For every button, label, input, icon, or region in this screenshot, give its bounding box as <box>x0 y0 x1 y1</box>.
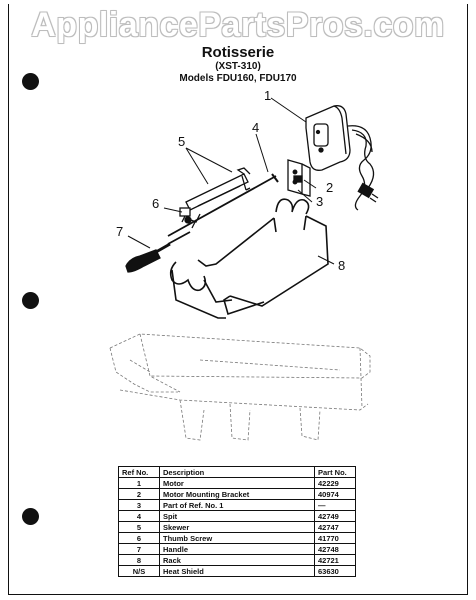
ref-no: N/S <box>118 565 160 577</box>
ref-no: 4 <box>118 510 160 522</box>
header-ref-no: Ref No. <box>118 466 160 478</box>
description: Skewer <box>159 521 315 533</box>
model-code: (XST-310) <box>215 61 261 72</box>
callout-3: 3 <box>316 194 323 209</box>
description: Heat Shield <box>159 565 315 577</box>
description: Spit <box>159 510 315 522</box>
callout-2: 2 <box>326 180 333 195</box>
description: Motor <box>159 477 315 489</box>
ref-no: 2 <box>118 488 160 500</box>
skewer-drawing <box>181 167 251 229</box>
part-no: 42749 <box>314 510 356 522</box>
description: Rack <box>159 554 315 566</box>
ref-no: 1 <box>118 477 160 489</box>
description: Motor Mounting Bracket <box>159 488 315 500</box>
models-label: Models FDU160, FDU170 <box>179 73 297 84</box>
part-no: 42747 <box>314 521 356 533</box>
rack-drawing <box>169 198 329 319</box>
leader-lines <box>127 97 335 265</box>
handle-drawing <box>125 231 191 273</box>
callout-6: 6 <box>152 196 159 211</box>
table-row: 5 Skewer 42747 <box>118 521 356 533</box>
table-row: 8 Rack 42721 <box>118 554 356 566</box>
part-no: 63630 <box>314 565 356 577</box>
ref-no: 8 <box>118 554 160 566</box>
header-description: Description <box>159 466 315 478</box>
callout-8: 8 <box>338 258 345 273</box>
watermark: AppliancePartsPros.com <box>31 6 445 44</box>
table-row: 1 Motor 42229 <box>118 477 356 489</box>
page-frame <box>8 4 468 595</box>
description: Part of Ref. No. 1 <box>159 499 315 511</box>
thumb-screw-drawing <box>179 207 192 224</box>
table-row: 3 Part of Ref. No. 1 — <box>118 499 356 511</box>
diagram-title: Rotisserie <box>201 44 275 61</box>
part-no: — <box>314 499 356 511</box>
ref-no: 5 <box>118 521 160 533</box>
motor-drawing <box>305 105 379 211</box>
table-row: 4 Spit 42749 <box>118 510 356 522</box>
callout-5: 5 <box>178 134 185 149</box>
parts-table: Ref No. Description Part No. 1 Motor 422… <box>118 466 356 577</box>
ref-no: 6 <box>118 532 160 544</box>
header-part-no: Part No. <box>314 466 356 478</box>
part-no: 42748 <box>314 543 356 555</box>
description: Thumb Screw <box>159 532 315 544</box>
ref-no: 3 <box>118 499 160 511</box>
table-row: 6 Thumb Screw 41770 <box>118 532 356 544</box>
callout-1: 1 <box>264 88 271 103</box>
description: Handle <box>159 543 315 555</box>
part-no: 40974 <box>314 488 356 500</box>
oven-frame-drawing <box>109 333 371 441</box>
table-row: N/S Heat Shield 63630 <box>118 565 356 577</box>
table-row: 7 Handle 42748 <box>118 543 356 555</box>
ref-no: 7 <box>118 543 160 555</box>
part-no: 42229 <box>314 477 356 489</box>
part-no: 41770 <box>314 532 356 544</box>
binder-hole-2 <box>22 292 39 309</box>
binder-hole-3 <box>22 508 39 525</box>
parts-table-header: Ref No. Description Part No. <box>118 466 356 478</box>
table-row: 2 Motor Mounting Bracket 40974 <box>118 488 356 500</box>
part-no: 42721 <box>314 554 356 566</box>
callout-7: 7 <box>116 224 123 239</box>
spit-drawing <box>167 173 279 237</box>
binder-hole-1 <box>22 73 39 90</box>
callout-4: 4 <box>252 120 259 135</box>
